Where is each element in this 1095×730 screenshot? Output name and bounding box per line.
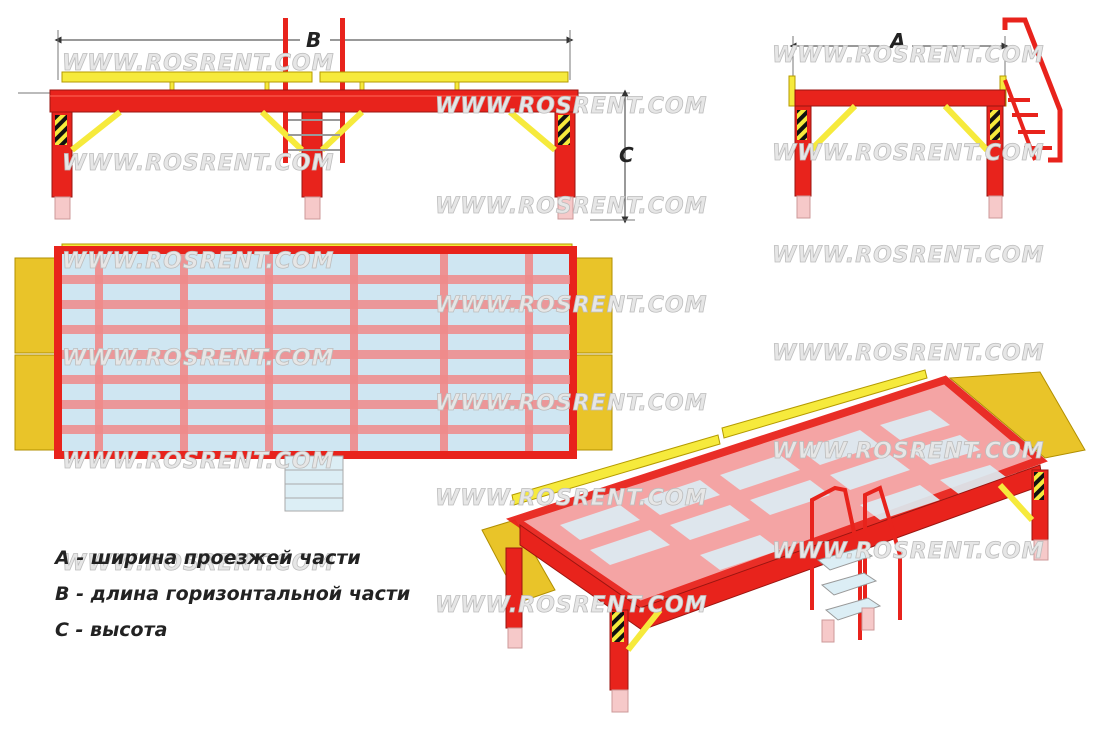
watermark-text: WWW.ROSRENT.COM bbox=[435, 194, 707, 219]
watermark-text: WWW.ROSRENT.COM bbox=[62, 51, 334, 76]
legend-a: A - ширина проезжей части bbox=[55, 547, 361, 569]
watermark-text: WWW.ROSRENT.COM bbox=[62, 551, 334, 576]
dimension-a-label: A bbox=[888, 29, 905, 53]
top-view bbox=[14, 243, 613, 512]
watermark-text: WWW.ROSRENT.COM bbox=[62, 151, 334, 176]
watermark-text: WWW.ROSRENT.COM bbox=[435, 293, 707, 318]
legend-c: C - высота bbox=[55, 619, 168, 641]
legend-b: B - длина горизонтальной части bbox=[55, 583, 411, 605]
watermark-text: WWW.ROSRENT.COM bbox=[435, 94, 707, 119]
isometric-view bbox=[481, 369, 1086, 713]
watermark-text: WWW.ROSRENT.COM bbox=[772, 341, 1044, 366]
watermark-text: WWW.ROSRENT.COM bbox=[435, 391, 707, 416]
watermark-text: WWW.ROSRENT.COM bbox=[62, 346, 334, 371]
watermark-layer: WWW.ROSRENT.COM WWW.ROSRENT.COM WWW.ROSR… bbox=[62, 43, 1044, 619]
watermark-text: WWW.ROSRENT.COM bbox=[772, 243, 1044, 268]
side-view: B bbox=[18, 18, 635, 224]
watermark-text: WWW.ROSRENT.COM bbox=[772, 439, 1044, 464]
dimension-b-label: B bbox=[306, 28, 321, 52]
watermark-text: WWW.ROSRENT.COM bbox=[62, 249, 334, 274]
dimension-c-label: C bbox=[619, 143, 634, 167]
watermark-text: WWW.ROSRENT.COM bbox=[772, 141, 1044, 166]
watermark-text: WWW.ROSRENT.COM bbox=[772, 43, 1044, 68]
front-view: A bbox=[788, 17, 1063, 219]
watermark-text: WWW.ROSRENT.COM bbox=[435, 593, 707, 618]
watermark-text: WWW.ROSRENT.COM bbox=[772, 539, 1044, 564]
watermark-text: WWW.ROSRENT.COM bbox=[62, 449, 334, 474]
watermark-text: WWW.ROSRENT.COM bbox=[435, 486, 707, 511]
